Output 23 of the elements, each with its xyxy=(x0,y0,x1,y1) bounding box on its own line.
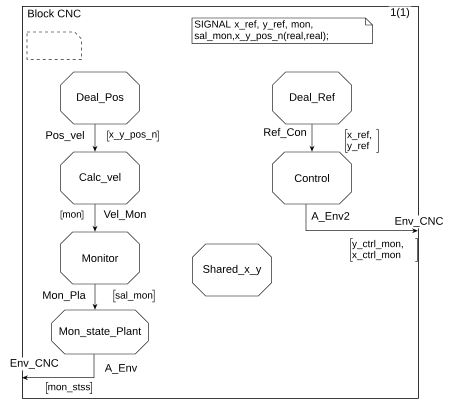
signal-list: x_ref, y_ref xyxy=(345,129,379,153)
process-box: Shared_x_y xyxy=(192,244,272,296)
signal-list: y_ctrl_mon, x_ctrl_mon xyxy=(350,238,418,262)
process-box: Control xyxy=(272,152,352,204)
channel-name: Ref_Con xyxy=(262,126,308,140)
environment-name: Env_CNC xyxy=(393,216,445,228)
signal-list: mon_stss xyxy=(46,382,92,394)
channel-name: Vel_Mon xyxy=(102,208,148,222)
environment-name: Env_CNC xyxy=(8,358,60,370)
process-box: Mon_state_Plant xyxy=(51,310,149,354)
signal-list: mon xyxy=(60,210,84,220)
process-box: Deal_Ref xyxy=(272,72,352,124)
process-box: Monitor xyxy=(60,232,140,284)
process-box: Deal_Pos xyxy=(60,72,140,124)
note-symbol xyxy=(26,32,82,60)
channel-name: A_Env xyxy=(104,363,138,375)
page-number: 1(1) xyxy=(388,6,412,20)
channel-name: A_Env2 xyxy=(310,211,351,223)
signal-list: sal_mon xyxy=(114,290,154,302)
signal-list: x_y_pos_n xyxy=(107,130,159,142)
channel-name: Mon_Pla xyxy=(41,290,87,302)
process-box: Calc_vel xyxy=(60,152,140,204)
channel-name: Pos_vel xyxy=(44,130,86,142)
